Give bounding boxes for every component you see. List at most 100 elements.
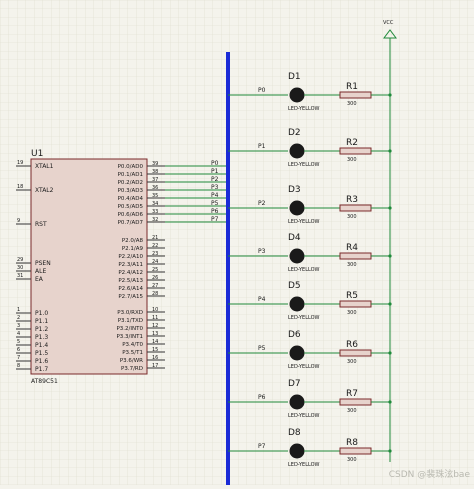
junction-dot <box>388 206 392 210</box>
led-net-label: P5 <box>258 345 266 352</box>
resistor-icon[interactable] <box>339 398 372 406</box>
led-ref: D6 <box>288 330 301 340</box>
pin-number: 13 <box>152 331 158 337</box>
pin-name: ALE <box>35 268 46 275</box>
led-icon[interactable] <box>289 394 305 410</box>
led-icon[interactable] <box>289 87 305 103</box>
pin-name: P2.0/A8 <box>122 238 144 244</box>
pin-number: 5 <box>17 339 20 345</box>
pin-number: 38 <box>152 169 158 175</box>
resistor-ref: R1 <box>346 82 358 92</box>
resistor-ref: R7 <box>346 389 358 399</box>
led-icon[interactable] <box>289 200 305 216</box>
pin-name: P0.4/AD4 <box>118 196 144 202</box>
resistor-value: 300 <box>347 157 357 163</box>
resistor-ref: R5 <box>346 291 358 301</box>
resistor-ref: R3 <box>346 195 358 205</box>
led-type: LED-YELLOW <box>288 219 320 225</box>
resistor-icon[interactable] <box>339 147 372 155</box>
pin-name: P3.2/INT0 <box>116 326 143 332</box>
pin-name: P0.3/AD3 <box>118 188 144 194</box>
pin-name: P3.5/T1 <box>122 350 143 356</box>
vcc-rail[interactable]: VCC <box>383 20 397 462</box>
pin-number: 39 <box>152 161 158 167</box>
led-icon[interactable] <box>289 345 305 361</box>
led-icon[interactable] <box>289 443 305 459</box>
pin-number: 29 <box>17 257 23 263</box>
pin-name: XTAL2 <box>35 187 54 194</box>
led-icon[interactable] <box>289 248 305 264</box>
resistor-icon[interactable] <box>339 204 372 212</box>
resistor-icon[interactable] <box>339 349 372 357</box>
led-type: LED-YELLOW <box>288 162 320 168</box>
led-icon[interactable] <box>289 296 305 312</box>
pin-name: P1.2 <box>35 326 48 333</box>
resistor-icon[interactable] <box>339 447 372 455</box>
resistor-icon[interactable] <box>339 300 372 308</box>
led-net-label: P0 <box>258 87 266 94</box>
led-icon[interactable] <box>289 143 305 159</box>
resistor-icon[interactable] <box>339 91 372 99</box>
pin-number: 30 <box>17 265 23 271</box>
resistor-ref: R6 <box>346 340 358 350</box>
pin-name: P1.4 <box>35 342 48 349</box>
pin-number: 31 <box>17 273 23 279</box>
pin-number: 6 <box>17 347 20 353</box>
pin-name: P0.0/AD0 <box>118 164 144 170</box>
bus-net-label: P1 <box>211 168 219 175</box>
chip-part: AT89C51 <box>31 378 58 385</box>
led-type: LED-YELLOW <box>288 462 320 468</box>
pin-number: 26 <box>152 275 158 281</box>
resistor-icon[interactable] <box>339 252 372 260</box>
pin-name: XTAL1 <box>35 163 54 170</box>
